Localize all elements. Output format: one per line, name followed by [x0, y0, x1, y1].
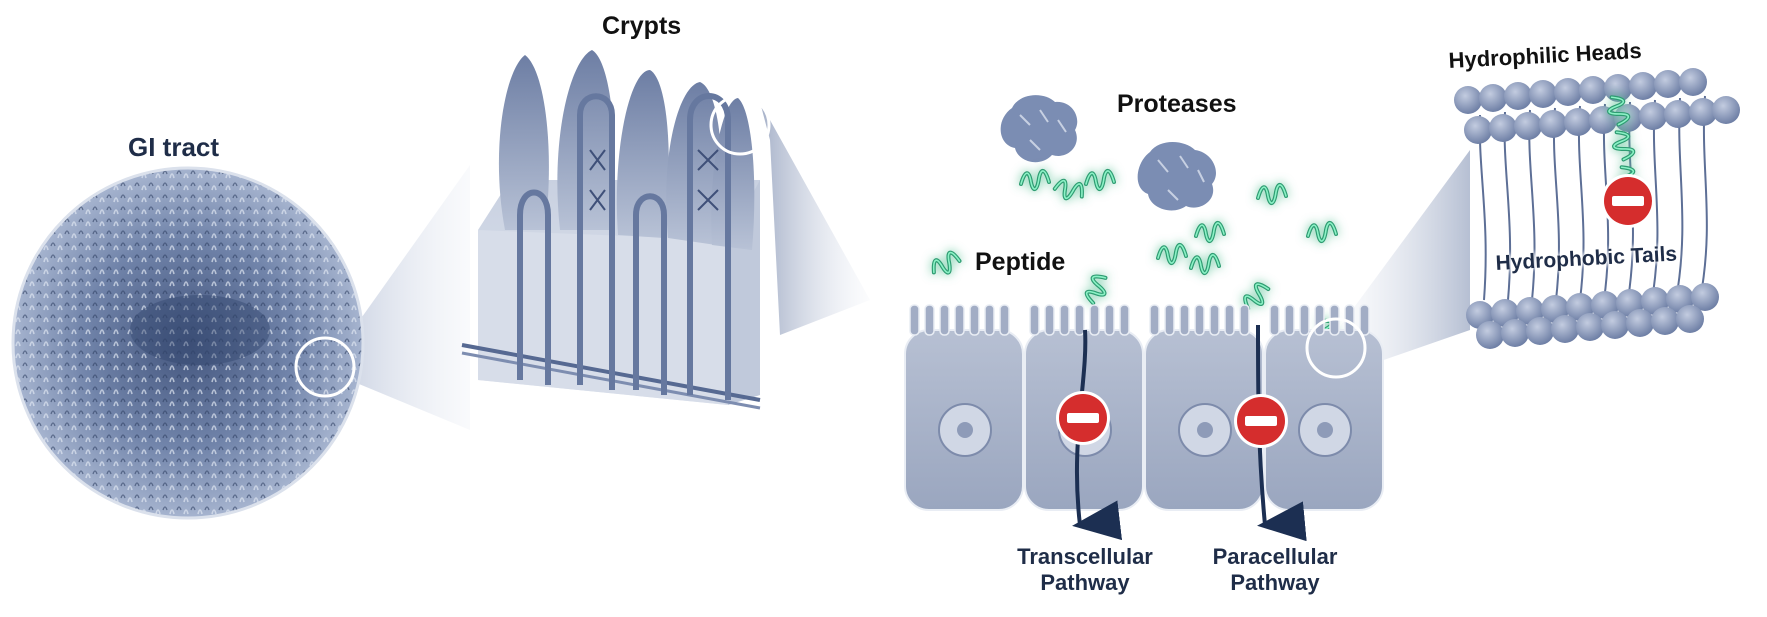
transcellular-pathway-label: Transcellular Pathway	[1017, 544, 1153, 595]
proteases-label: Proteases	[1117, 90, 1237, 118]
lipid-bilayer-image	[1454, 68, 1740, 349]
no-entry-icon	[1601, 174, 1655, 228]
protease-molecule	[1137, 142, 1216, 211]
zoom-funnel-1	[330, 165, 470, 430]
peptide-label: Peptide	[975, 248, 1066, 276]
gi-tract-label: GI tract	[128, 132, 220, 162]
zoom-circle-icon	[294, 336, 356, 398]
zoom-circle-icon	[709, 94, 771, 156]
zoom-circle-icon	[1305, 317, 1367, 379]
crypts-label: Crypts	[602, 12, 682, 40]
no-entry-icon	[1056, 391, 1110, 445]
zoom-funnel-2	[760, 102, 870, 335]
epithelial-cells	[904, 304, 1384, 511]
protease-molecule	[1000, 95, 1078, 163]
no-entry-icon	[1234, 394, 1288, 448]
gi-tract-image	[11, 166, 365, 520]
paracellular-pathway-label: Paracellular Pathway	[1212, 544, 1338, 595]
crypts-image	[461, 50, 761, 410]
